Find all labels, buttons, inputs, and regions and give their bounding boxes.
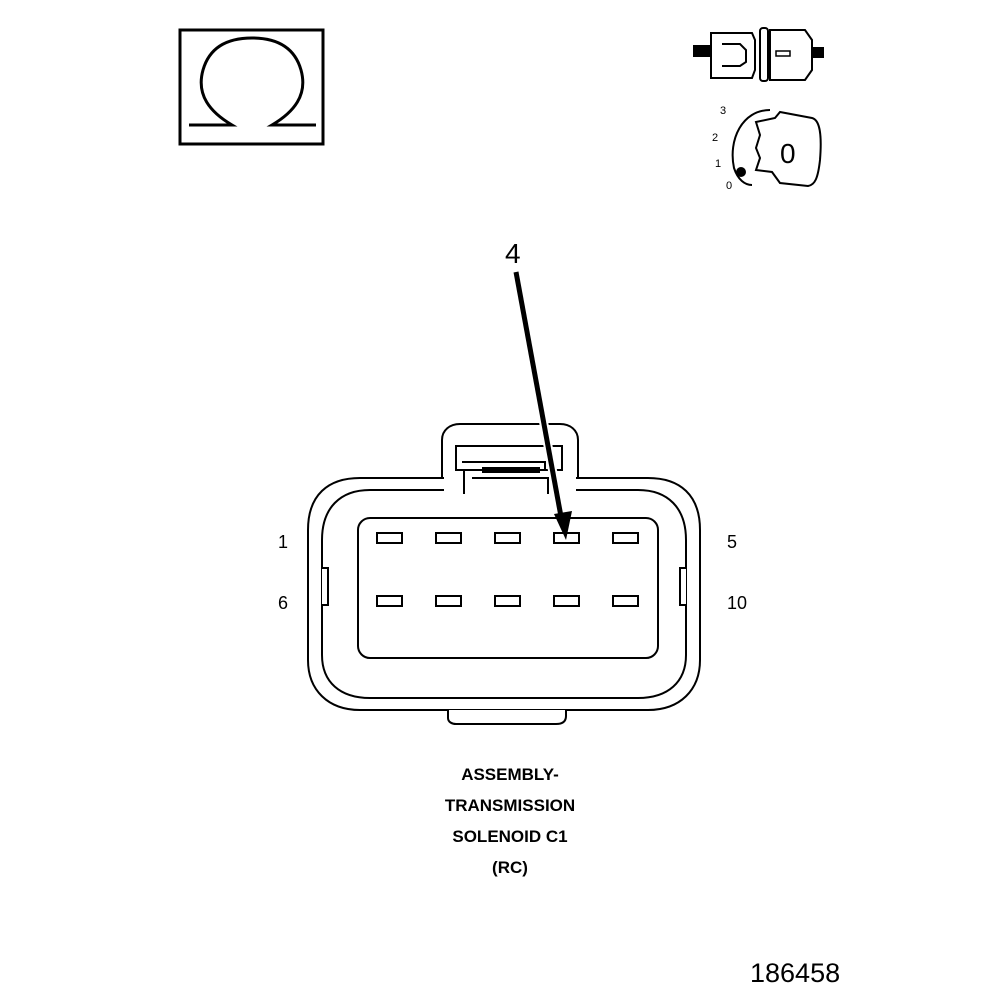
ignition-position-1: 1 [715,158,722,170]
pin-row-bottom [376,595,639,607]
connector-face [307,423,701,725]
ignition-position-labels: 3 2 1 0 [712,105,742,195]
pin-2 [435,532,462,544]
callout-arrow [511,271,572,540]
ignition-position-0: 0 [726,180,733,192]
pin-8 [494,595,521,607]
pin-6 [376,595,403,607]
caption-line-2: TRANSMISSION [444,796,576,815]
pin-5 [612,532,639,544]
ignition-key-off-icon [731,109,822,188]
pin-label-1: 1 [278,532,289,552]
pin-label-10: 10 [727,593,748,613]
callout-label: 4 [505,238,521,269]
figure-id: 186458 [750,958,841,988]
ignition-key-label: 0 [780,138,796,169]
pin-row-top [376,532,639,544]
caption-line-1: ASSEMBLY- [461,765,559,784]
pin-10 [612,595,639,607]
pin-1 [376,532,403,544]
pin-3 [494,532,521,544]
pin-7 [435,595,462,607]
pin-label-6: 6 [278,593,289,613]
ignition-position-3: 3 [720,105,727,117]
ohm-symbol-icon [178,28,325,146]
disconnected-connector-icon [693,27,824,82]
pin-label-5: 5 [727,532,738,552]
ignition-position-2: 2 [712,132,719,144]
caption-line-3: SOLENOID C1 [452,827,568,846]
caption-line-4: (RC) [492,858,528,877]
pin-9 [553,595,580,607]
